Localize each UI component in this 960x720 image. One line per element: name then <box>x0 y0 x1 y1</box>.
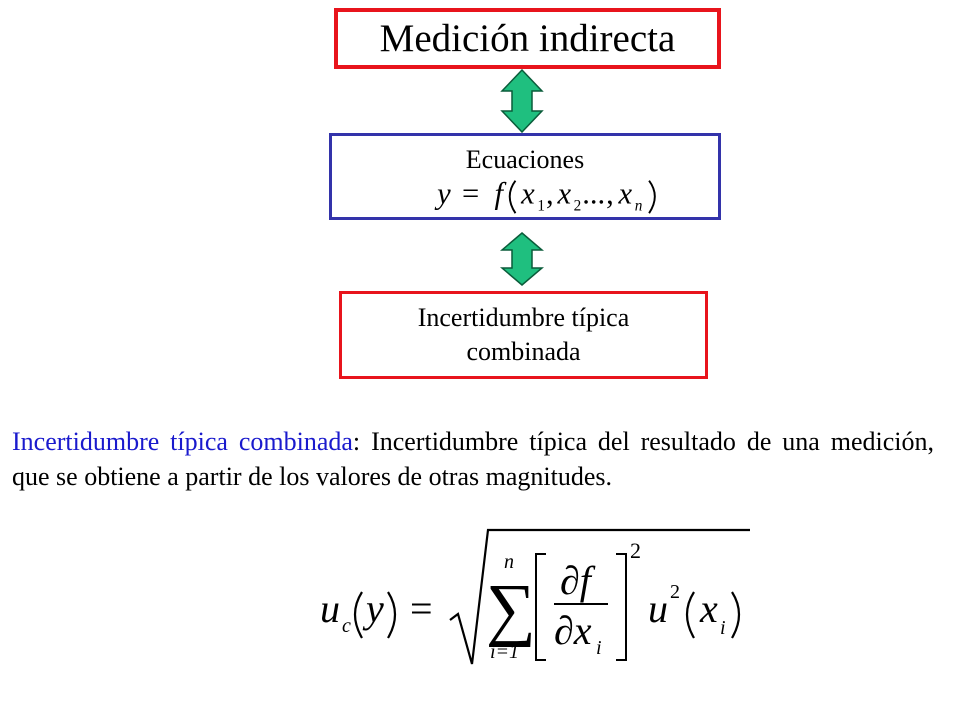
eq-x2-sub: 2 <box>574 197 582 214</box>
radical-sign <box>449 528 750 665</box>
result-line-2: combinada <box>466 337 581 366</box>
formula-lparen-2 <box>685 591 695 639</box>
double-arrow-icon <box>500 232 544 286</box>
title-box: Medición indirecta <box>334 8 721 69</box>
partial-numerator: ∂f <box>560 558 596 603</box>
eq-x2: x <box>556 177 571 211</box>
formula-xi-sub: i <box>720 617 726 639</box>
eq-x1-sub: 1 <box>537 197 545 214</box>
formula-y: y <box>362 586 384 631</box>
eq-lhs: y <box>434 177 451 211</box>
eq-left-paren <box>508 180 517 214</box>
definition-colon: : <box>352 427 361 456</box>
eq-comma-1: , <box>546 177 554 211</box>
title-text: Medición indirecta <box>379 17 676 60</box>
partial-denominator: ∂x <box>554 608 592 653</box>
sum-upper-limit: n <box>504 551 514 573</box>
eq-x1: x <box>520 177 535 211</box>
double-arrow-icon <box>500 69 544 133</box>
equations-label: Ecuaciones <box>465 145 585 174</box>
definition-term: Incertidumbre típica combinada <box>12 427 353 456</box>
equations-box: Ecuaciones y = f x 1 , x 2 ... , x n <box>329 133 721 220</box>
definition-text: Incertidumbre típica del resultado de un… <box>12 427 934 491</box>
formula-u: u <box>320 586 340 631</box>
eq-xn: x <box>618 177 633 211</box>
sum-lower-limit: i=1 <box>490 641 519 663</box>
left-bracket <box>535 553 546 661</box>
equation-formula: y = f x 1 , x 2 ... , x n <box>434 177 656 214</box>
definition-paragraph: Incertidumbre típica combinada: Incertid… <box>12 424 934 494</box>
formula-u-sub: c <box>342 615 351 637</box>
eq-equals: = <box>462 177 479 211</box>
eq-xn-sub: n <box>635 197 643 214</box>
formula-rparen-2 <box>731 591 741 639</box>
formula-u2: u <box>648 586 668 631</box>
formula-lparen <box>353 591 363 639</box>
eq-ellipsis: ... <box>582 177 605 211</box>
combined-uncertainty-formula: u c y = ∑ n i=1 ∂f ∂x i 2 u 2 x i <box>320 528 750 665</box>
summation-sign: ∑ <box>486 571 536 648</box>
formula-u2-exp: 2 <box>670 581 680 603</box>
combined-uncertainty-box: Incertidumbre típica combinada <box>339 291 708 379</box>
eq-right-paren <box>648 180 656 214</box>
formula-equals: = <box>410 586 433 631</box>
bracket-exponent: 2 <box>630 538 641 563</box>
formula-rparen <box>387 591 397 639</box>
right-bracket <box>616 553 627 661</box>
eq-func: f <box>494 177 506 211</box>
result-line-1: Incertidumbre típica <box>417 303 630 332</box>
eq-comma-2: , <box>606 177 614 211</box>
partial-denominator-sub: i <box>596 637 602 659</box>
formula-xi: x <box>699 586 718 631</box>
